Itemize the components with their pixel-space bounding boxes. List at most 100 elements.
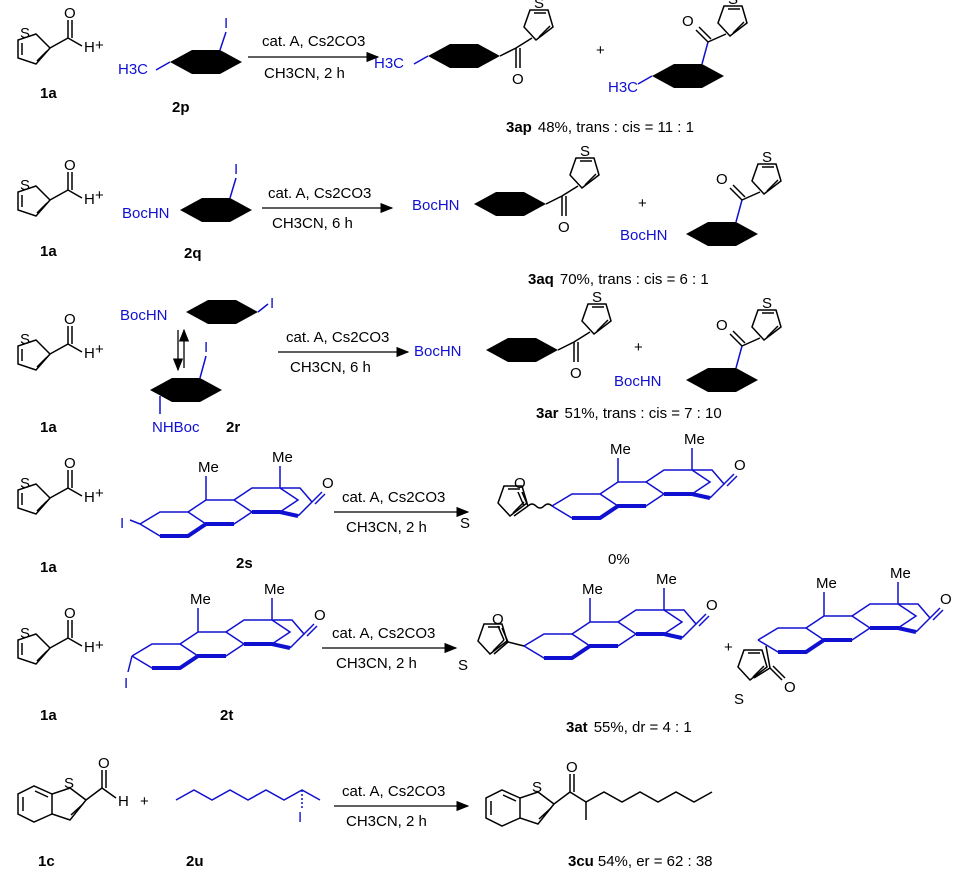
condition-label: CH3CN, 2 h bbox=[346, 813, 427, 830]
oxygen-atom: O bbox=[784, 679, 796, 696]
sulfur-atom: S bbox=[534, 0, 544, 12]
oxygen-atom: O bbox=[940, 591, 952, 608]
substrate-2s-steroid-structure: I Me Me O bbox=[120, 449, 334, 538]
yield-text: 51%, trans : cis = 7 : 10 bbox=[565, 405, 722, 422]
product-result: 3ar 51%, trans : cis = 7 : 10 bbox=[536, 405, 722, 422]
bochn-group: BocHN bbox=[412, 197, 460, 214]
bochn-group: BocHN bbox=[614, 373, 662, 390]
oxygen-atom: O bbox=[98, 755, 110, 772]
product-result: 3aq 70%, trans : cis = 6 : 1 bbox=[528, 271, 709, 288]
yield-text: 70%, trans : cis = 6 : 1 bbox=[560, 271, 709, 288]
methyl-group: H3C bbox=[118, 61, 148, 78]
condition-label: CH3CN, 2 h bbox=[346, 519, 427, 536]
plus-sign: + bbox=[95, 637, 104, 654]
methyl-group: Me bbox=[198, 459, 219, 476]
sulfur-atom: S bbox=[762, 295, 772, 312]
methyl-group: Me bbox=[610, 441, 631, 458]
bochn-group: BocHN bbox=[122, 205, 170, 222]
row-3: S O H 1a + BocHN I NHBoc I 2r bbox=[17, 289, 782, 436]
compound-label: 1a bbox=[40, 559, 57, 576]
plus-sign: + bbox=[95, 485, 104, 502]
hydrogen-atom: H bbox=[84, 639, 95, 656]
oxygen-atom: O bbox=[64, 455, 76, 472]
compound-label: 1a bbox=[40, 243, 57, 260]
bochn-group: BocHN bbox=[620, 227, 668, 244]
hydrogen-atom: H bbox=[118, 793, 129, 810]
iodine-atom: I bbox=[270, 295, 274, 312]
equilibrium-arrows bbox=[172, 328, 190, 372]
plus-sign: + bbox=[95, 187, 104, 204]
oxygen-atom: O bbox=[716, 317, 728, 334]
condition-label: CH3CN, 6 h bbox=[272, 215, 353, 232]
iodine-atom: I bbox=[120, 515, 124, 532]
product-3aq-trans-structure: S O BocHN bbox=[412, 143, 600, 236]
reagent-label: cat. A, Cs2CO3 bbox=[262, 33, 365, 50]
compound-label: 3at bbox=[566, 719, 588, 736]
product-result: 3ap 48%, trans : cis = 11 : 1 bbox=[506, 119, 694, 136]
row-4: S O H 1a + I Me Me O 2s cat. A, Cs2CO3 C… bbox=[17, 431, 746, 576]
sulfur-atom: S bbox=[592, 289, 602, 306]
compound-label: 3ap bbox=[506, 119, 532, 136]
yield-text: 54%, er = 62 : 38 bbox=[598, 853, 713, 870]
oxygen-atom: O bbox=[64, 5, 76, 22]
substrate-2q-structure: I BocHN bbox=[122, 161, 252, 222]
aldehyde-1a-structure: S O H bbox=[17, 157, 95, 217]
reagent-label: cat. A, Cs2CO3 bbox=[268, 185, 371, 202]
substrate-2t-steroid-structure: I Me Me O bbox=[124, 581, 326, 692]
methyl-group: Me bbox=[272, 449, 293, 466]
compound-label: 3aq bbox=[528, 271, 554, 288]
reaction-arrow: cat. A, Cs2CO3 CH3CN, 2 h bbox=[334, 783, 470, 830]
compound-label: 1c bbox=[38, 853, 55, 870]
product-3at-minor-structure: O S Me Me O bbox=[734, 565, 952, 708]
methyl-group: H3C bbox=[374, 55, 404, 72]
sulfur-atom: S bbox=[20, 331, 30, 348]
product-3cu-structure: S O bbox=[485, 759, 713, 827]
reaction-arrow: cat. A, Cs2CO3 CH3CN, 6 h bbox=[262, 185, 394, 232]
methyl-group: Me bbox=[816, 575, 837, 592]
aldehyde-1a-structure: S O H bbox=[17, 5, 95, 65]
oxygen-atom: O bbox=[64, 605, 76, 622]
oxygen-atom: O bbox=[64, 157, 76, 174]
reagent-label: cat. A, Cs2CO3 bbox=[342, 489, 445, 506]
iodine-atom: I bbox=[234, 161, 238, 178]
sulfur-atom: S bbox=[64, 775, 74, 792]
methyl-group: H3C bbox=[608, 79, 638, 96]
compound-label: 2u bbox=[186, 853, 204, 870]
yield-text: 48%, trans : cis = 11 : 1 bbox=[538, 119, 694, 136]
bochn-group: BocHN bbox=[120, 307, 168, 324]
substrate-2r-axial-structure: NHBoc I bbox=[150, 339, 222, 436]
aldehyde-1c-structure: S O H bbox=[17, 755, 129, 823]
oxygen-atom: O bbox=[512, 71, 524, 88]
compound-label: 2s bbox=[236, 555, 253, 572]
oxygen-atom: O bbox=[716, 171, 728, 188]
methyl-group: Me bbox=[582, 581, 603, 598]
compound-label: 2r bbox=[226, 419, 240, 436]
hydrogen-atom: H bbox=[84, 489, 95, 506]
methyl-group: Me bbox=[190, 591, 211, 608]
sulfur-atom: S bbox=[20, 625, 30, 642]
oxygen-atom: O bbox=[322, 475, 334, 492]
sulfur-atom: S bbox=[458, 657, 468, 674]
compound-label: 1a bbox=[40, 707, 57, 724]
row-5: S O H 1a + I Me Me O 2t cat. A, Cs2CO3 C… bbox=[17, 565, 952, 736]
aldehyde-1a-structure: S O H bbox=[17, 605, 95, 665]
reaction-arrow: cat. A, Cs2CO3 CH3CN, 2 h bbox=[334, 489, 470, 536]
iodine-atom: I bbox=[124, 675, 128, 692]
oxygen-atom: O bbox=[492, 611, 504, 628]
compound-label: 3ar bbox=[536, 405, 559, 422]
product-3ar-cis-structure: S O BocHN bbox=[614, 295, 782, 392]
oxygen-atom: O bbox=[734, 457, 746, 474]
oxygen-atom: O bbox=[682, 13, 694, 30]
substrate-2u-structure: I bbox=[175, 789, 321, 826]
aldehyde-1a-structure: S O H bbox=[17, 455, 95, 515]
methyl-group: Me bbox=[890, 565, 911, 582]
plus-sign: + bbox=[638, 195, 647, 212]
bochn-group: BocHN bbox=[414, 343, 462, 360]
product-3ar-trans-structure: S O BocHN bbox=[414, 289, 612, 382]
reaction-arrow: cat. A, Cs2CO3 CH3CN, 6 h bbox=[278, 329, 410, 376]
row-6: S O H 1c + I 2u cat. A, Cs2CO3 CH3CN, 2 … bbox=[17, 755, 713, 870]
plus-sign: + bbox=[95, 37, 104, 54]
compound-label: 3cu bbox=[568, 853, 594, 870]
